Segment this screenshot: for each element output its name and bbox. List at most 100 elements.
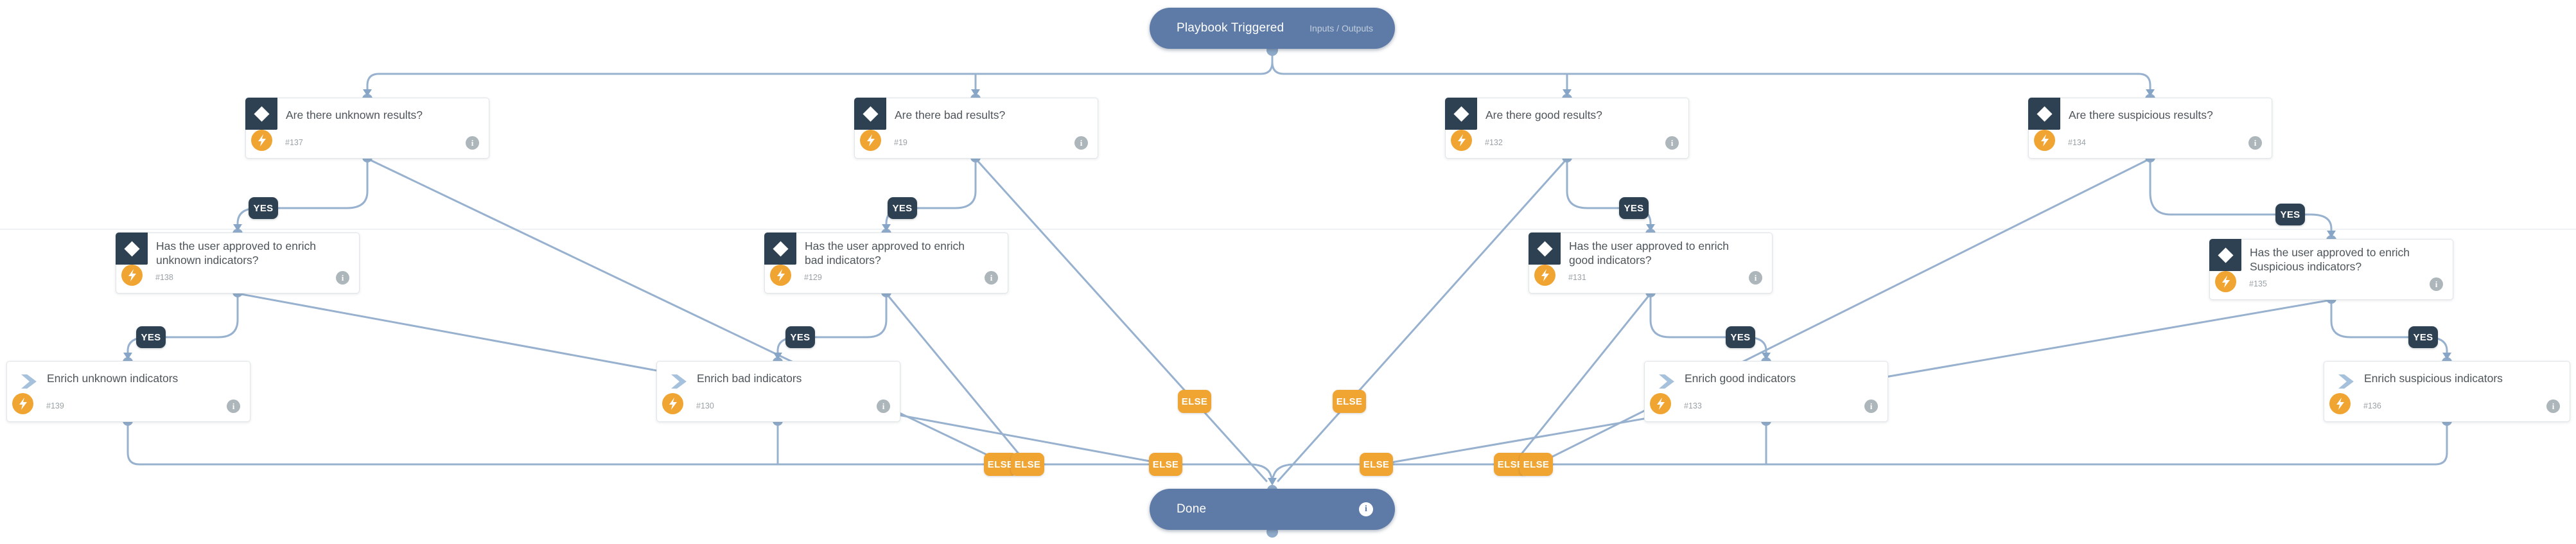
playbook-triggered-node[interactable]: Playbook Triggered Inputs / Outputs (1150, 8, 1395, 49)
task-title: Are there suspicious results? (2069, 109, 2213, 121)
automation-bolt-icon (662, 393, 683, 414)
info-icon[interactable]: i (2546, 399, 2560, 413)
task-id: #138 (155, 273, 173, 282)
automation-bolt-icon (12, 393, 33, 414)
else-label-subcondition1: ELSE (1149, 453, 1182, 476)
condition-diamond-icon (2209, 239, 2241, 271)
automation-bolt-icon (770, 265, 791, 286)
info-icon[interactable]: i (877, 399, 890, 413)
canvas-guide-line (0, 229, 2576, 230)
else-label-subcondition4: ELSE (1360, 453, 1393, 476)
condition-node-unknown[interactable]: Are there unknown results? #137 i (245, 98, 489, 159)
yes-label-subcondition4: YES (2408, 326, 2438, 348)
task-node-enrich-bad[interactable]: Enrich bad indicators #130 i (656, 361, 900, 422)
info-icon[interactable]: i (985, 271, 998, 285)
arrowheads (123, 89, 2451, 486)
subplaybook-chevron-icon (21, 374, 37, 392)
condition-node-approve-good[interactable]: Has the user approved to enrich good ind… (1529, 233, 1773, 294)
condition-diamond-icon (245, 98, 277, 130)
info-icon[interactable]: i (1864, 399, 1878, 413)
condition-node-approve-unknown[interactable]: Has the user approved to enrich unknown … (116, 233, 360, 294)
done-node[interactable]: Done i (1150, 489, 1395, 530)
task-id: #129 (804, 273, 822, 282)
subplaybook-chevron-icon (2338, 374, 2354, 392)
automation-bolt-icon (860, 130, 881, 151)
yes-label-subcondition3: YES (1726, 326, 1755, 348)
condition-diamond-icon (1445, 98, 1477, 130)
task-id: #131 (1568, 273, 1586, 282)
task-node-enrich-suspicious[interactable]: Enrich suspicious indicators #136 i (2324, 361, 2570, 422)
edge-rail-top-left (366, 48, 1274, 91)
info-icon[interactable]: i (1749, 271, 1762, 285)
edge-else-subcondition2 (885, 292, 1040, 466)
yes-label-subcondition2: YES (785, 326, 815, 348)
edge-rail-bottom-left (127, 421, 1250, 466)
task-title: Enrich suspicious indicators (2364, 372, 2503, 385)
condition-diamond-icon (116, 233, 148, 265)
playbook-triggered-label: Playbook Triggered (1177, 21, 1284, 35)
task-id: #133 (1684, 401, 1702, 410)
edge-else-condition2 (974, 157, 1268, 482)
automation-bolt-icon (2329, 393, 2351, 414)
info-icon[interactable]: i (466, 136, 479, 150)
done-label: Done (1177, 502, 1207, 516)
task-title: Are there good results? (1485, 109, 1602, 121)
task-title: Enrich bad indicators (697, 372, 802, 385)
info-icon[interactable]: i (2248, 136, 2262, 150)
task-id: #136 (2363, 401, 2381, 410)
condition-diamond-icon (854, 98, 886, 130)
automation-bolt-icon (1451, 130, 1472, 151)
condition-node-good[interactable]: Are there good results? #132 i (1445, 98, 1689, 159)
edge-yes-condition2 (885, 157, 977, 226)
automation-bolt-icon (2215, 271, 2236, 292)
task-id: #134 (2068, 138, 2086, 147)
task-node-enrich-good[interactable]: Enrich good indicators #133 i (1644, 361, 1888, 422)
task-title: Are there unknown results? (286, 109, 423, 121)
task-id: #132 (1485, 138, 1503, 147)
subplaybook-chevron-icon (1659, 374, 1674, 392)
task-title: Has the user approved to enrich good ind… (1569, 240, 1730, 267)
condition-node-bad[interactable]: Are there bad results? #19 i (854, 98, 1098, 159)
edge-rail-join-left (1248, 463, 1274, 480)
edge-yes-subcondition2 (776, 292, 888, 355)
else-label-condition2: ELSE (1178, 390, 1211, 413)
condition-diamond-icon (2028, 98, 2060, 130)
else-label-subcondition2: ELSE (1011, 453, 1044, 476)
edge-rail-join-right (1271, 463, 1297, 480)
info-icon[interactable]: i (2430, 277, 2443, 291)
task-id: #130 (696, 401, 714, 410)
edge-yes-condition1 (236, 157, 369, 226)
automation-bolt-icon (121, 265, 143, 286)
condition-node-approve-bad[interactable]: Has the user approved to enrich bad indi… (764, 233, 1008, 294)
yes-label-subcondition1: YES (136, 326, 166, 348)
inputs-outputs-link[interactable]: Inputs / Outputs (1310, 23, 1373, 33)
info-icon[interactable]: i (1359, 502, 1373, 516)
subplaybook-chevron-icon (671, 374, 687, 392)
condition-diamond-icon (764, 233, 796, 265)
automation-bolt-icon (1534, 265, 1555, 286)
edge-yes-subcondition3 (1649, 292, 1767, 355)
task-title: Enrich good indicators (1685, 372, 1796, 385)
task-id: #135 (2249, 279, 2267, 288)
condition-diamond-icon (1529, 233, 1561, 265)
task-node-enrich-unknown[interactable]: Enrich unknown indicators #139 i (6, 361, 250, 422)
task-id: #19 (894, 138, 907, 147)
task-id: #137 (285, 138, 303, 147)
condition-node-approve-suspicious[interactable]: Has the user approved to enrich Suspicio… (2209, 239, 2453, 300)
else-label-condition3: ELSE (1333, 390, 1366, 413)
info-icon[interactable]: i (1665, 136, 1679, 150)
task-title: Enrich unknown indicators (47, 372, 179, 385)
info-icon[interactable]: i (336, 271, 349, 285)
condition-node-suspicious[interactable]: Are there suspicious results? #134 i (2028, 98, 2272, 159)
task-id: #139 (46, 401, 64, 410)
edge-yes-condition3 (1566, 157, 1652, 226)
task-title: Has the user approved to enrich unknown … (156, 240, 317, 267)
info-icon[interactable]: i (227, 399, 240, 413)
automation-bolt-icon (1650, 393, 1671, 414)
task-title: Has the user approved to enrich bad indi… (805, 240, 965, 267)
automation-bolt-icon (251, 130, 272, 151)
edge-yes-subcondition4 (2330, 299, 2448, 355)
task-title: Are there bad results? (895, 109, 1006, 121)
info-icon[interactable]: i (1074, 136, 1088, 150)
